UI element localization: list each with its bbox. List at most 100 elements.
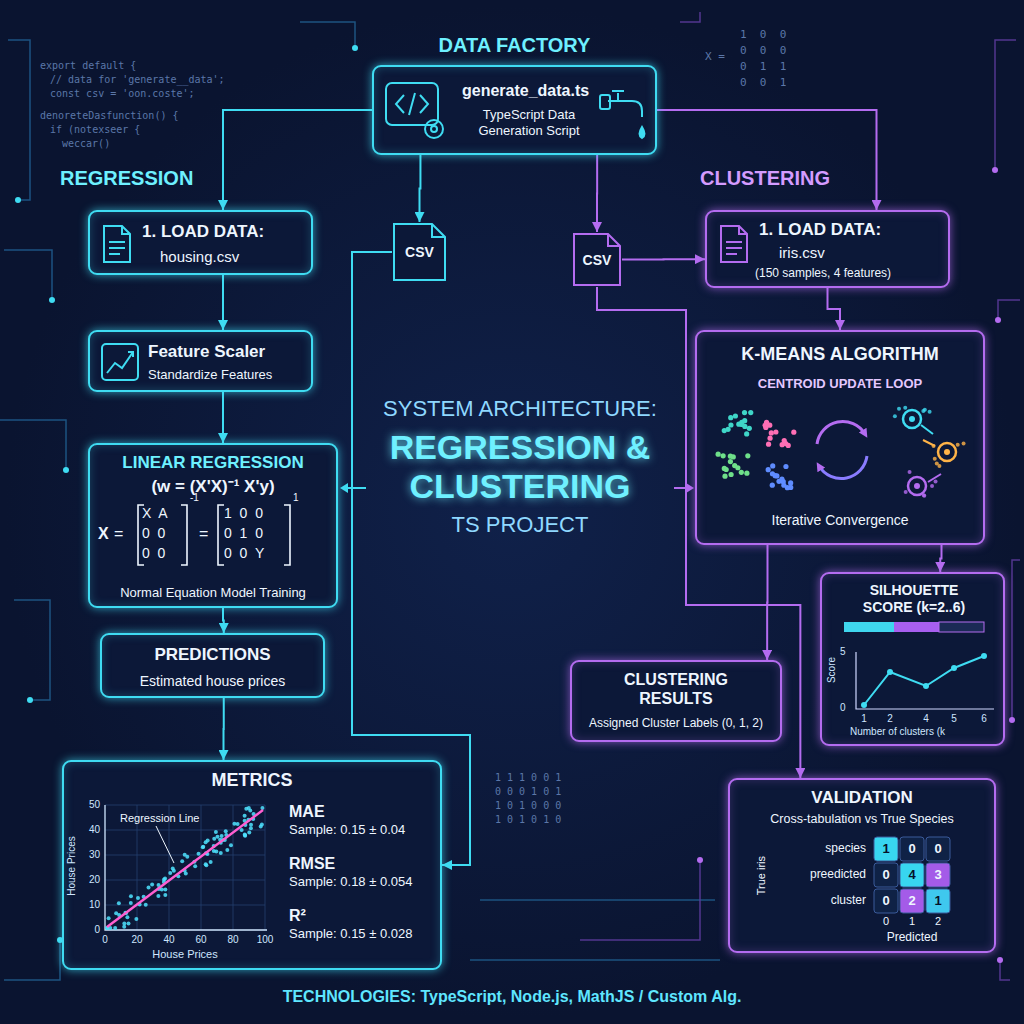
shape-circle bbox=[742, 410, 747, 415]
axis-tick: 1 bbox=[858, 713, 870, 725]
shape-circle bbox=[791, 430, 796, 435]
shape-circle bbox=[220, 834, 224, 838]
annotation-label: -1 bbox=[190, 492, 199, 504]
shape-circle bbox=[728, 422, 733, 427]
shape-circle bbox=[766, 467, 771, 472]
node-text: CENTROID UPDATE LOOP bbox=[697, 376, 983, 392]
flow-connector bbox=[657, 110, 877, 210]
shape-circle bbox=[156, 894, 160, 898]
code-snippet: // data for 'generate__data'; bbox=[50, 74, 225, 86]
matrix-text: X = bbox=[705, 50, 725, 63]
flow-connector bbox=[223, 110, 372, 210]
shape-circle bbox=[909, 416, 915, 422]
output-box: PREDICTIONSEstimated house prices bbox=[100, 633, 325, 698]
shape-circle bbox=[240, 828, 244, 832]
shape-rect bbox=[102, 344, 138, 380]
node-text: Iterative Convergence bbox=[697, 512, 983, 529]
flow-connector bbox=[766, 545, 768, 660]
shape-circle bbox=[997, 957, 1003, 963]
annotation-label: 0 0 bbox=[142, 545, 165, 562]
node-text: housing.csv bbox=[160, 248, 239, 266]
shape-circle bbox=[248, 809, 252, 813]
shape-path bbox=[105, 805, 267, 930]
axis-tick: 4 bbox=[920, 713, 932, 725]
axis-tick: 50 bbox=[82, 799, 100, 811]
validation-panel: VALIDATIONCross-tabulation vs True Speci… bbox=[728, 778, 996, 953]
node-text: RMSE bbox=[289, 854, 335, 873]
shape-circle bbox=[962, 441, 966, 445]
shape-circle bbox=[224, 829, 228, 833]
shape-circle bbox=[769, 430, 774, 435]
node-heading: SILHOUETTE SCORE (k=2..6) bbox=[849, 582, 979, 616]
shape-circle bbox=[728, 415, 733, 420]
shape-circle bbox=[921, 409, 925, 413]
shape-path bbox=[686, 483, 694, 493]
load-box: 1. LOAD DATA:housing.csv bbox=[88, 210, 313, 275]
shape-path bbox=[998, 300, 1020, 320]
metrics-panel: METRICSMAESample: 0.15 ± 0.04RMSESample:… bbox=[62, 760, 442, 970]
node-heading: LINEAR REGRESSION bbox=[90, 453, 336, 473]
shape-g bbox=[874, 837, 950, 913]
shape-rect bbox=[874, 889, 898, 913]
shape-circle bbox=[722, 474, 727, 479]
shape-circle bbox=[136, 896, 140, 900]
shape-circle bbox=[781, 479, 786, 484]
shape-path bbox=[470, 959, 720, 961]
shape-circle bbox=[930, 484, 934, 488]
output-box: CLUSTERING RESULTSAssigned Cluster Label… bbox=[570, 660, 782, 742]
shape-circle bbox=[697, 857, 703, 863]
shape-circle bbox=[431, 126, 437, 132]
shape-circle bbox=[204, 863, 208, 867]
shape-circle bbox=[150, 882, 154, 886]
shape-circle bbox=[163, 893, 167, 897]
shape-circle bbox=[147, 886, 151, 890]
shape-circle bbox=[788, 485, 793, 490]
shape-rect bbox=[900, 837, 924, 861]
shape-rect bbox=[386, 83, 438, 125]
shape-path bbox=[340, 483, 348, 493]
csv-file: CSV bbox=[392, 222, 447, 282]
shape-circle bbox=[425, 120, 443, 138]
shape-circle bbox=[951, 665, 957, 671]
shape-circle bbox=[259, 825, 263, 829]
matrix-text: 0 1 1 bbox=[740, 60, 786, 73]
shape-circle bbox=[981, 653, 987, 659]
shape-circle bbox=[721, 453, 726, 458]
table-cell: 1 bbox=[928, 893, 948, 909]
shape-path bbox=[4, 250, 52, 300]
node-text: Sample: 0.15 ± 0.04 bbox=[289, 822, 405, 838]
shape-circle bbox=[1009, 717, 1015, 723]
node-heading: CSV bbox=[392, 244, 447, 261]
shape-rect bbox=[844, 622, 894, 632]
node-text: (w = (X'X)⁻¹ X'y) bbox=[90, 477, 336, 497]
shape-circle bbox=[243, 833, 247, 837]
shape-path bbox=[346, 487, 366, 489]
node-text: Estimated house prices bbox=[102, 673, 323, 690]
node-text: R² bbox=[289, 906, 306, 925]
shape-circle bbox=[745, 453, 750, 458]
axis-tick: 10 bbox=[82, 899, 100, 911]
shape-circle bbox=[243, 814, 247, 818]
shape-circle bbox=[206, 839, 210, 843]
flow-connector bbox=[222, 608, 225, 633]
shape-circle bbox=[861, 702, 867, 708]
shape-path bbox=[817, 421, 865, 444]
title-line: TS PROJECT bbox=[370, 512, 670, 538]
shape-circle bbox=[728, 459, 733, 464]
shape-path bbox=[923, 440, 935, 446]
shape-path bbox=[396, 93, 428, 115]
shape-path bbox=[105, 805, 265, 930]
shape-circle bbox=[183, 853, 187, 857]
shape-circle bbox=[934, 480, 938, 484]
node-heading: METRICS bbox=[64, 770, 440, 792]
document-icon bbox=[719, 224, 749, 264]
shape-path bbox=[680, 12, 700, 22]
annotation-label: 0 0 bbox=[142, 525, 165, 542]
node-heading: Feature Scaler bbox=[148, 342, 265, 362]
axis-tick: 6 bbox=[978, 713, 990, 725]
shape-circle bbox=[728, 454, 733, 459]
shape-circle bbox=[944, 449, 950, 455]
shape-circle bbox=[225, 848, 229, 852]
shape-g bbox=[105, 806, 264, 930]
